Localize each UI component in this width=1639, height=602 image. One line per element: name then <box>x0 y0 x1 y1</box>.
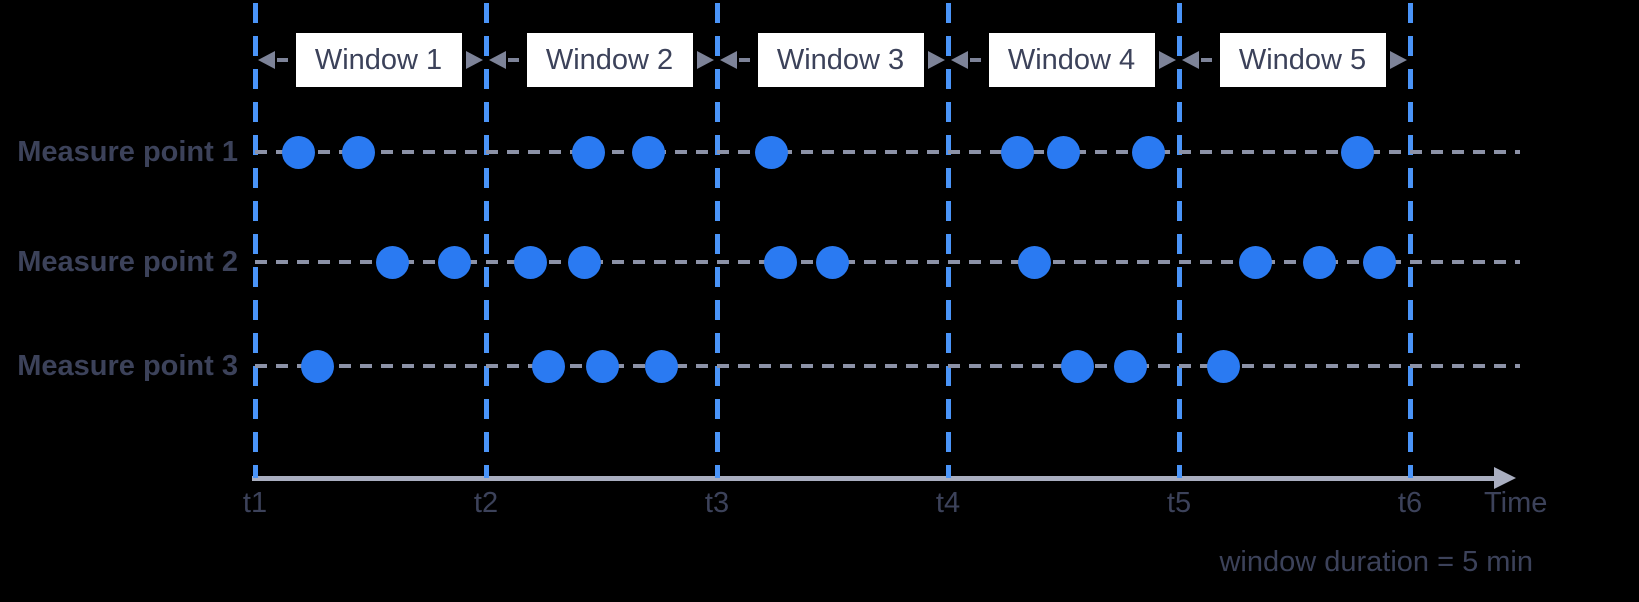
measurement-dot <box>1001 136 1034 169</box>
window-boundary-line <box>946 3 951 478</box>
measure-point-label: Measure point 3 <box>17 350 238 382</box>
tick-label: t3 <box>704 487 730 519</box>
tick-label: t5 <box>1166 487 1192 519</box>
window-label-box: Window 3 <box>757 33 924 87</box>
window-boundary-line <box>715 3 720 478</box>
window-duration-note: window duration = 5 min <box>1219 546 1533 578</box>
window-arrow-left-line <box>277 58 288 62</box>
tick-label: t4 <box>935 487 961 519</box>
measurement-dot <box>342 136 375 169</box>
window-boundary-line <box>1408 3 1413 478</box>
measurement-dot <box>816 246 849 279</box>
measure-point-label: Measure point 1 <box>17 136 238 168</box>
measurement-dot <box>301 350 334 383</box>
measure-row-line <box>255 150 1520 154</box>
tick-label: t6 <box>1397 487 1423 519</box>
measurement-dot <box>1018 246 1051 279</box>
measure-row-line <box>255 364 1520 368</box>
window-arrow-left-line <box>508 58 519 62</box>
window-arrow-right-icon <box>697 51 714 69</box>
window-label: Window 1 <box>314 43 443 76</box>
window-label: Window 3 <box>776 43 905 76</box>
measure-point-label: Measure point 2 <box>17 246 238 278</box>
measurement-dot <box>438 246 471 279</box>
measurement-dot <box>1239 246 1272 279</box>
window-arrow-left-icon <box>258 51 275 69</box>
window-boundary-line <box>484 3 489 478</box>
measurement-dot <box>282 136 315 169</box>
window-arrow-left-icon <box>720 51 737 69</box>
window-boundary-line <box>253 3 258 478</box>
measurement-dot <box>1132 136 1165 169</box>
measure-row-line <box>255 260 1520 264</box>
measurement-dot <box>1341 136 1374 169</box>
measurement-dot <box>764 246 797 279</box>
window-arrow-right-icon <box>1159 51 1176 69</box>
measurement-dot <box>1047 136 1080 169</box>
time-axis-label: Time <box>1484 487 1548 519</box>
time-axis-arrow-icon <box>1494 467 1516 489</box>
measurement-dot <box>755 136 788 169</box>
window-arrow-right-icon <box>1390 51 1407 69</box>
window-boundary-line <box>1177 3 1182 478</box>
window-label: Window 4 <box>1007 43 1136 76</box>
measurement-dot <box>568 246 601 279</box>
window-arrow-left-line <box>970 58 981 62</box>
time-axis-line <box>252 476 1498 481</box>
window-arrow-left-line <box>1201 58 1212 62</box>
tick-label: t2 <box>473 487 499 519</box>
measurement-dot <box>532 350 565 383</box>
measurement-dot <box>376 246 409 279</box>
window-arrow-left-icon <box>1182 51 1199 69</box>
window-arrow-left-line <box>739 58 750 62</box>
window-label-box: Window 2 <box>526 33 693 87</box>
window-arrow-left-icon <box>489 51 506 69</box>
window-label-box: Window 5 <box>1219 33 1386 87</box>
tick-label: t1 <box>242 487 268 519</box>
measurement-dot <box>1303 246 1336 279</box>
measurement-dot <box>586 350 619 383</box>
measurement-dot <box>1207 350 1240 383</box>
measurement-dot <box>572 136 605 169</box>
window-arrow-right-icon <box>466 51 483 69</box>
measurement-dot <box>514 246 547 279</box>
measurement-dot <box>1363 246 1396 279</box>
measurement-dot <box>645 350 678 383</box>
window-label: Window 5 <box>1238 43 1367 76</box>
window-arrow-right-icon <box>928 51 945 69</box>
window-label-box: Window 4 <box>988 33 1155 87</box>
measurement-dot <box>1114 350 1147 383</box>
window-label: Window 2 <box>545 43 674 76</box>
window-arrow-left-icon <box>951 51 968 69</box>
measurement-dot <box>632 136 665 169</box>
window-label-box: Window 1 <box>295 33 462 87</box>
measurement-dot <box>1061 350 1094 383</box>
